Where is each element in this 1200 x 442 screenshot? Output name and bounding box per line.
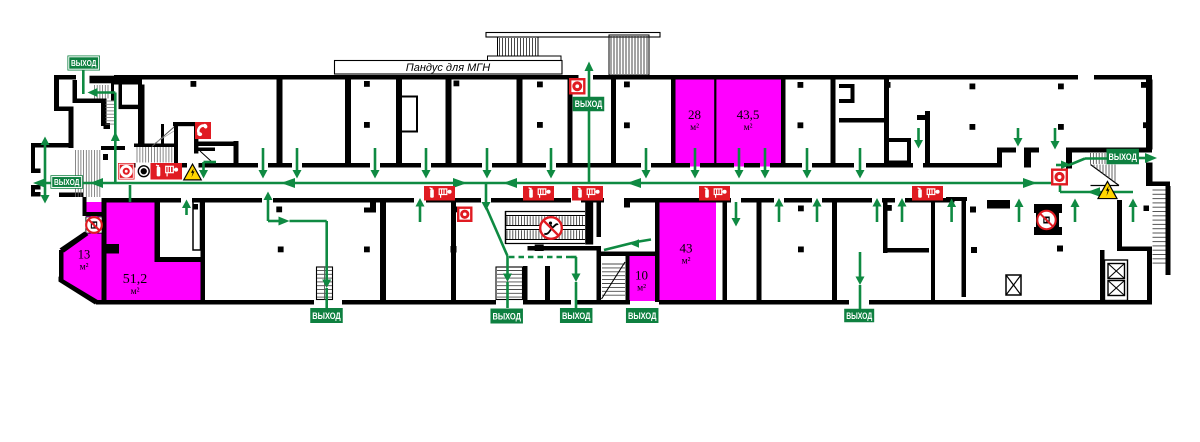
svg-text:м²: м² bbox=[690, 123, 699, 133]
svg-text:м²: м² bbox=[744, 123, 753, 133]
svg-text:43,5: 43,5 bbox=[737, 107, 760, 122]
svg-text:28: 28 bbox=[688, 107, 701, 122]
svg-text:ВЫХОД: ВЫХОД bbox=[54, 177, 80, 187]
svg-text:Пандус для МГН: Пандус для МГН bbox=[406, 62, 491, 74]
svg-text:м²: м² bbox=[682, 257, 691, 267]
svg-text:м²: м² bbox=[637, 284, 646, 294]
svg-text:м²: м² bbox=[80, 263, 89, 273]
svg-text:51,2: 51,2 bbox=[123, 272, 148, 287]
svg-text:ВЫХОД: ВЫХОД bbox=[575, 99, 603, 109]
svg-text:43: 43 bbox=[680, 241, 693, 256]
svg-text:м²: м² bbox=[131, 287, 140, 297]
svg-text:ВЫХОД: ВЫХОД bbox=[846, 311, 872, 321]
svg-text:ВЫХОД: ВЫХОД bbox=[71, 58, 97, 68]
svg-text:ВЫХОД: ВЫХОД bbox=[562, 311, 591, 321]
svg-text:ВЫХОД: ВЫХОД bbox=[1108, 152, 1137, 162]
svg-text:ВЫХОД: ВЫХОД bbox=[628, 311, 657, 321]
svg-text:10: 10 bbox=[635, 268, 648, 283]
svg-text:ВЫХОД: ВЫХОД bbox=[492, 311, 521, 321]
svg-text:13: 13 bbox=[78, 248, 91, 262]
svg-text:ВЫХОД: ВЫХОД bbox=[312, 311, 341, 321]
